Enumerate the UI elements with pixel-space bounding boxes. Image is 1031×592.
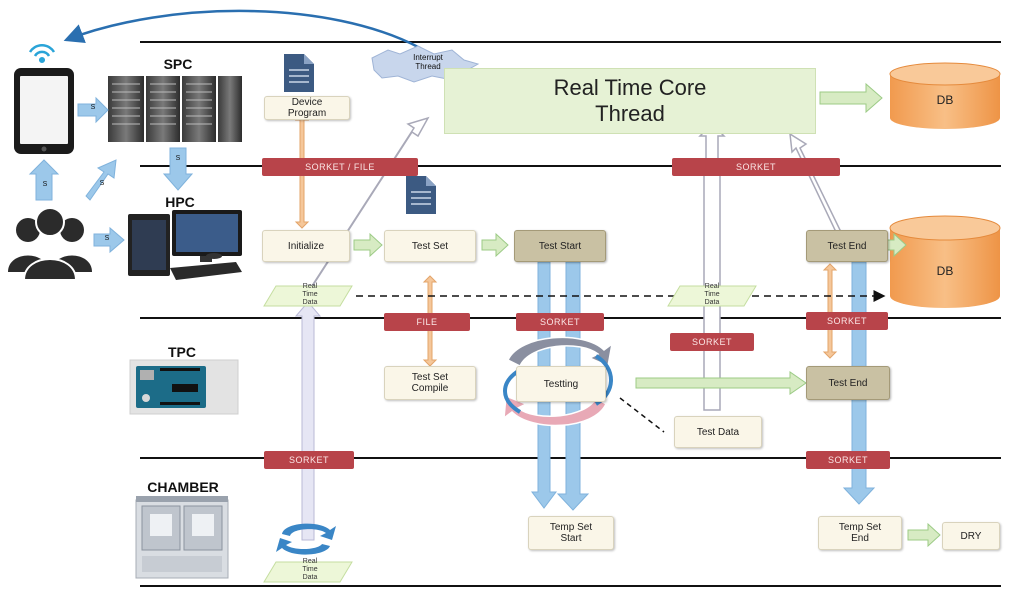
lane-label-spc: SPC	[163, 56, 193, 72]
core-thread-line-2: Thread	[595, 101, 665, 126]
tag-sorket-chamber-left: SORKET	[264, 451, 354, 469]
arrow-spc-to-hpc	[162, 147, 194, 191]
arrow-tablet-to-spc	[77, 96, 109, 124]
rtd-line-2: Time	[704, 291, 720, 298]
tag-sorket-mid: SORKET	[516, 313, 604, 331]
db-label-top: DB	[936, 93, 954, 107]
initialize-box: Initialize	[262, 230, 350, 262]
tag-sorket-top-right: SORKET	[672, 158, 840, 176]
real-time-core-thread: Real Time Core Thread	[444, 68, 816, 134]
arrow-tempsetend-to-dry	[907, 522, 941, 548]
cycle-arrow-left	[503, 368, 522, 414]
core-thread-line-1: Real Time Core	[553, 75, 707, 100]
wifi-icon	[28, 43, 56, 64]
tablet-icon	[14, 68, 74, 154]
desktop-computer-icon	[128, 210, 242, 280]
interrupt-line-1: Interrupt	[413, 53, 443, 62]
arrow-users-to-hpc	[93, 226, 125, 254]
arrow-label-s: S	[175, 155, 181, 162]
rtd-shape-chamber	[263, 561, 353, 583]
rtd-line-2: Time	[302, 291, 318, 298]
chamber-machine-icon	[135, 496, 229, 579]
device-program-line-1: Device	[291, 97, 323, 108]
testing-box: Testting	[516, 366, 606, 402]
rtd-shape-hpc-left	[263, 285, 353, 307]
server-rack-icon	[108, 76, 242, 142]
arrow-label-s: S	[99, 180, 105, 187]
rtd-line-1: Real	[704, 283, 720, 290]
db-cylinder-top	[889, 62, 1001, 129]
rtd-line-2: Time	[302, 566, 318, 573]
test-set-compile-line-1: Test Set	[411, 372, 449, 383]
tag-sorket-right-mid: SORKET	[806, 312, 888, 330]
arrow-initialize-to-testset	[353, 232, 383, 258]
tag-sorket-chamber-right: SORKET	[806, 451, 890, 469]
document-icon-top	[284, 54, 314, 92]
temp-set-end-box: Temp Set End	[818, 516, 902, 550]
tag-sorket-file: SORKET / FILE	[262, 158, 418, 176]
db-label-bottom: DB	[936, 264, 954, 278]
temp-set-start-box: Temp Set Start	[528, 516, 614, 550]
tpc-board-icon	[129, 359, 239, 415]
lane-label-hpc: HPC	[165, 194, 195, 210]
device-program-box: Device Program	[264, 96, 350, 120]
device-program-line-2: Program	[287, 108, 327, 119]
rtd-line-1: Real	[302, 283, 318, 290]
rtd-line-3: Data	[302, 299, 318, 306]
arrow-chamber-to-rtd	[294, 301, 322, 541]
test-data-box: Test Data	[674, 416, 762, 448]
tag-sorket-testdata: SORKET	[670, 333, 754, 351]
test-end-hpc-box: Test End	[806, 230, 888, 262]
dry-box: DRY	[942, 522, 1000, 550]
arrow-label-s: S	[104, 235, 110, 242]
real-time-data-label-hpc-right: Real Time Data	[692, 283, 732, 307]
tag-file: FILE	[384, 313, 470, 331]
temp-set-start-line-1: Temp Set	[549, 522, 593, 533]
users-icon	[8, 207, 92, 281]
lane-label-tpc: TPC	[168, 344, 196, 360]
test-start-box: Test Start	[514, 230, 606, 262]
test-end-tpc-box: Test End	[806, 366, 890, 400]
dashed-line-testing-to-testdata	[619, 397, 665, 433]
curve-arrow-to-tablet	[63, 9, 421, 50]
arrow-label-s: S	[42, 181, 48, 188]
test-set-compile-line-2: Compile	[411, 383, 449, 394]
temp-set-start-line-2: Start	[560, 533, 582, 544]
arrow-users-to-spc	[85, 159, 117, 201]
rtd-line-1: Real	[302, 558, 318, 565]
rotation-icon	[276, 523, 336, 555]
temp-set-end-line-1: Temp Set	[838, 522, 882, 533]
real-time-data-label-chamber: Real Time Data	[290, 558, 330, 582]
interrupt-thread-label: Interrupt Thread	[388, 53, 468, 71]
db-cylinder-bottom	[889, 215, 1001, 308]
test-set-box: Test Set	[384, 230, 476, 262]
document-icon-mid	[406, 176, 436, 214]
rtd-line-3: Data	[302, 574, 318, 581]
rtd-line-3: Data	[704, 299, 720, 306]
lane-label-chamber: CHAMBER	[147, 479, 219, 495]
arrow-up-to-core-right	[789, 132, 844, 238]
arrow-users-to-tablet	[28, 159, 60, 201]
interrupt-line-2: Thread	[415, 62, 441, 71]
test-set-compile-box: Test Set Compile	[384, 366, 476, 400]
real-time-data-label-hpc-left: Real Time Data	[290, 283, 330, 307]
arrow-testset-to-teststart	[481, 232, 509, 258]
arrow-testing-to-testend	[635, 371, 807, 395]
temp-set-end-line-2: End	[851, 533, 869, 544]
arrow-core-to-db	[819, 82, 883, 114]
arrow-testend-vertical	[822, 263, 838, 359]
rtd-shape-hpc-right	[667, 285, 757, 307]
cycle-arrow-top	[507, 336, 614, 368]
arrow-label-s: S	[90, 104, 96, 111]
